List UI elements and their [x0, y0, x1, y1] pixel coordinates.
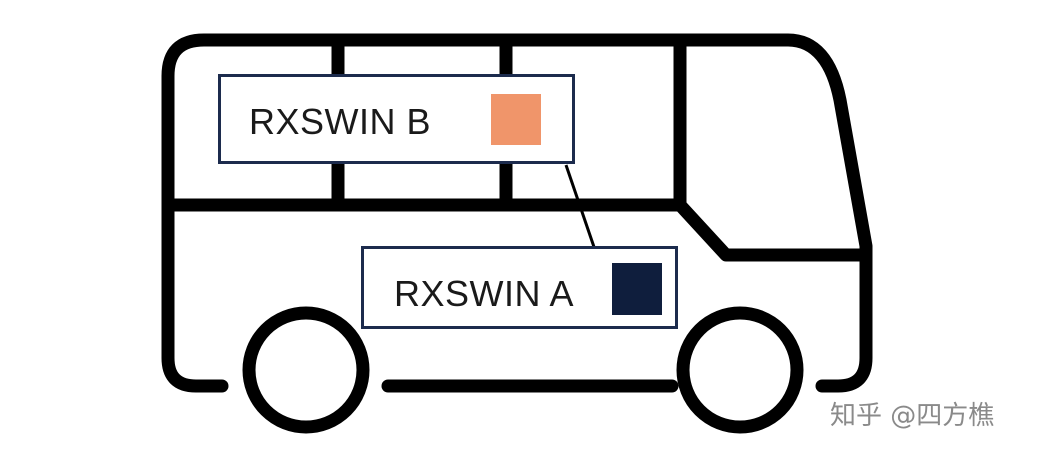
watermark: 知乎 @四方樵: [830, 401, 995, 431]
front-wheel: [676, 306, 804, 434]
rxswin-a-label: RXSWIN A: [394, 273, 575, 314]
rxswin-b-color-swatch: [491, 94, 541, 145]
rxswin-a-label-box: RXSWIN A: [361, 246, 678, 329]
rxswin-b-label: RXSWIN B: [249, 101, 432, 142]
label-connector: [564, 164, 596, 248]
bus-belt-line: [161, 198, 873, 262]
rxswin-a-color-swatch: [612, 263, 662, 315]
rear-wheel: [242, 306, 370, 434]
rxswin-b-label-box: RXSWIN B: [218, 74, 575, 164]
bus-body-outline: [161, 33, 873, 393]
